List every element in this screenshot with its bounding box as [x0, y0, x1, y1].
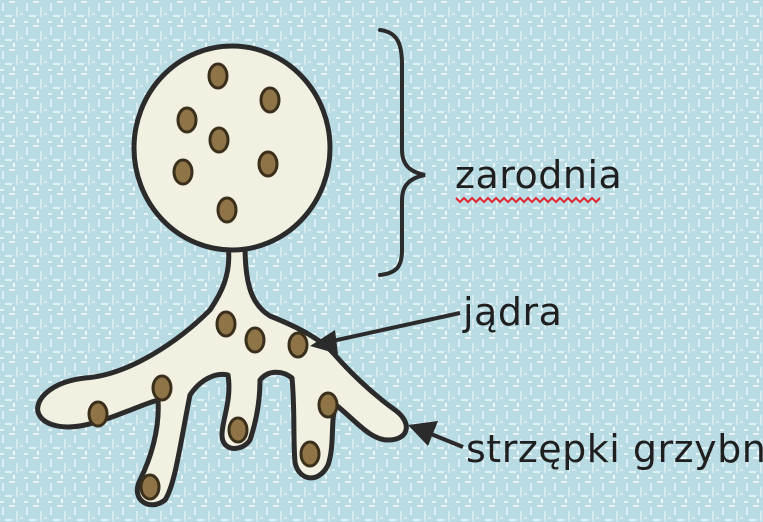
nucleus [246, 328, 264, 352]
spore [178, 108, 196, 132]
label-hyphae: strzępki grzybni [466, 427, 763, 471]
nucleus [229, 418, 247, 442]
spore [218, 198, 236, 222]
spore [209, 64, 227, 88]
nucleus [89, 402, 107, 426]
nucleus [289, 333, 307, 357]
spore [174, 160, 192, 184]
nucleus [141, 475, 159, 499]
spore [261, 88, 279, 112]
label-nuclei: jądra [462, 290, 562, 334]
nucleus [301, 442, 319, 466]
spore [210, 128, 228, 152]
label-sporangium: zarodnia [455, 153, 622, 197]
nucleus [217, 312, 235, 336]
spore [259, 152, 277, 176]
nucleus [153, 376, 171, 400]
nucleus [319, 393, 337, 417]
